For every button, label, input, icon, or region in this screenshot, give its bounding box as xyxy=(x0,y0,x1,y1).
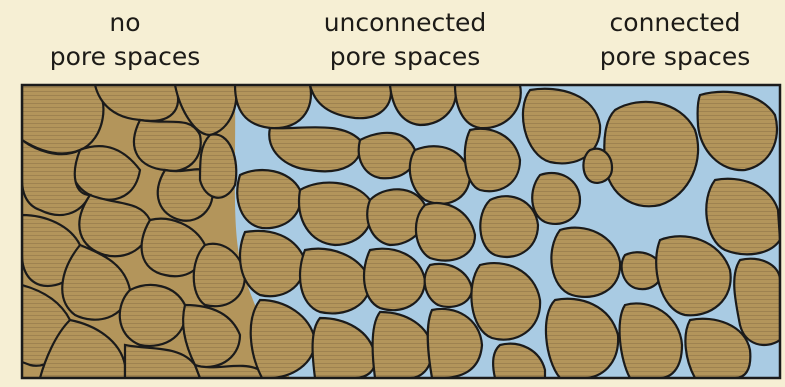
pore-space-diagram xyxy=(0,0,785,387)
